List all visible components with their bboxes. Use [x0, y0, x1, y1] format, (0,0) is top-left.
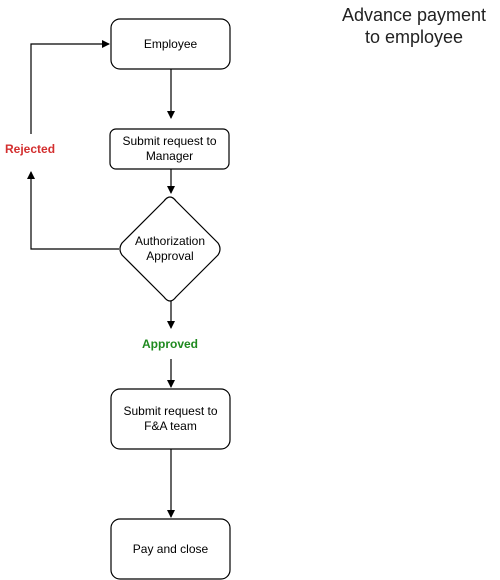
submit-manager-node[interactable] — [109, 128, 230, 170]
employee-label: Employee — [143, 36, 198, 51]
approved-label: Approved — [142, 337, 199, 351]
submit-fa-label: Submit request to F&A team — [123, 404, 218, 433]
pay-close-label: Pay and close — [132, 541, 209, 556]
submit-manager-label: Submit request to Manager — [122, 134, 217, 163]
pay-close-node[interactable] — [110, 518, 231, 580]
edge-rejected-to-employee — [30, 40, 110, 134]
edge-authorization-to-rejected — [27, 171, 119, 250]
rejected-label: Rejected — [5, 142, 56, 156]
authorization-label: Authorization Approval — [134, 234, 206, 263]
authorization-decision-node[interactable] — [119, 196, 221, 302]
diagram-title: Advance payment to employee — [341, 5, 487, 47]
